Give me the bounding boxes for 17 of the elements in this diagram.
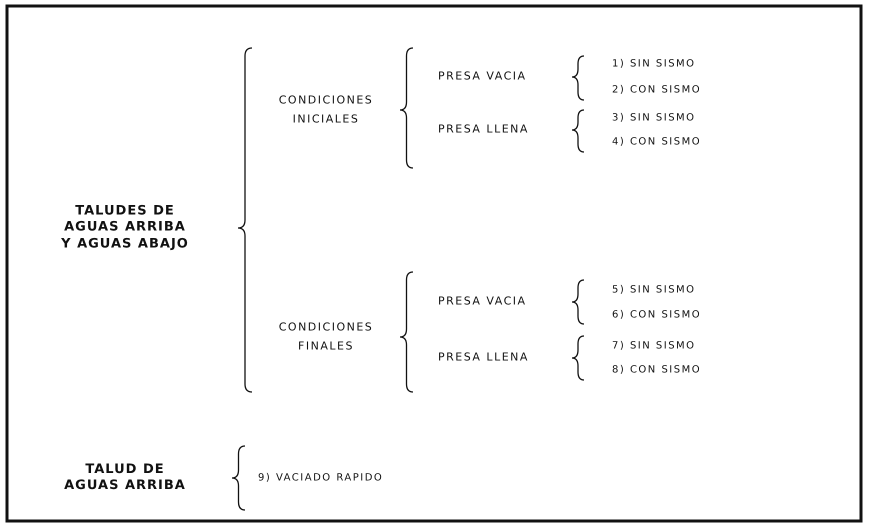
group-heading: TALUDES DE AGUAS ARRIBA Y AGUAS ABAJO [60, 204, 190, 252]
case-label: 5) SIN SISMO [612, 284, 697, 298]
state-label: PRESA LLENA [438, 350, 530, 366]
case-label: 9) VACIADO RAPIDO [258, 472, 384, 486]
case-label: 4) CON SISMO [612, 136, 702, 150]
case-label: 3) SIN SISMO [612, 112, 697, 126]
case-label: 6) CON SISMO [612, 308, 702, 322]
condition-heading: CONDICIONES INICIALES [278, 92, 374, 127]
case-label: 8) CON SISMO [612, 364, 702, 378]
group-heading: TALUD DE AGUAS ARRIBA [63, 462, 187, 494]
state-label: PRESA VACIA [438, 68, 528, 85]
condition-heading: CONDICIONES FINALES [278, 319, 374, 354]
case-label: 7) SIN SISMO [612, 340, 697, 354]
state-label: PRESA VACIA [438, 294, 528, 310]
state-label: PRESA LLENA [438, 122, 530, 138]
case-label: 1) SIN SISMO [612, 58, 697, 72]
case-label: 2) CON SISMO [612, 84, 702, 98]
